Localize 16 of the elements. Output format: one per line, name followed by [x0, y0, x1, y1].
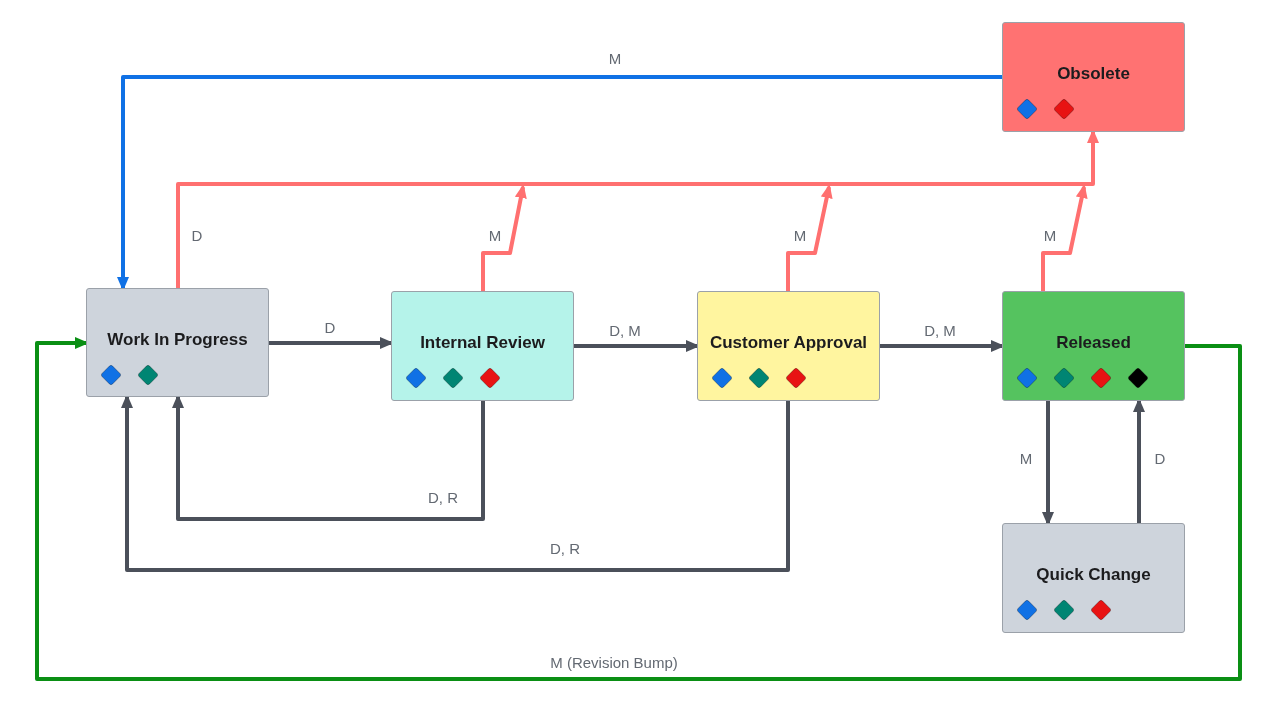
state-box [1002, 291, 1185, 401]
edge-label: M (Revision Bump) [548, 654, 680, 672]
state-box [1002, 523, 1185, 633]
state-box [86, 288, 269, 397]
arrow [35, 337, 1242, 681]
state-box [391, 291, 574, 401]
state-name: Obsolete [1057, 63, 1130, 85]
state-box [697, 291, 880, 401]
state-name: Released [1056, 332, 1131, 354]
state-name: Customer Approval [709, 332, 868, 354]
arrow [786, 184, 833, 291]
state-name: Internal Review [420, 332, 545, 354]
state-name: Work In Progress [107, 329, 248, 351]
arrow [1041, 184, 1088, 291]
state-box [1002, 22, 1185, 132]
state-name: Quick Change [1036, 564, 1151, 586]
